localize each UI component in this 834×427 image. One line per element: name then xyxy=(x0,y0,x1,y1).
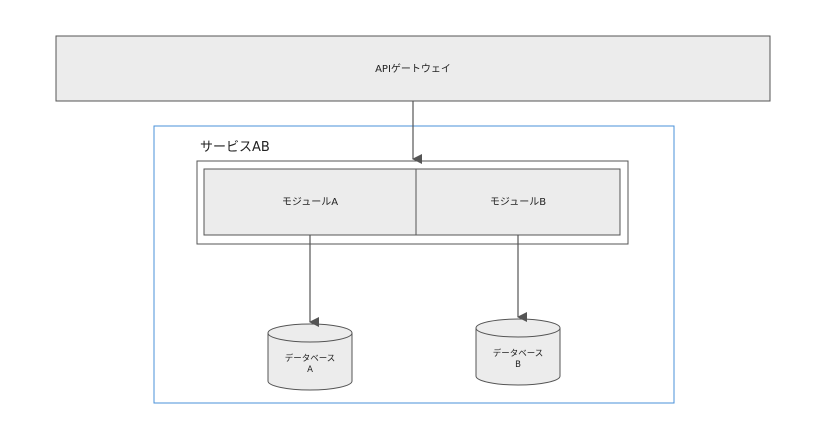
database-a-label-line2: A xyxy=(307,365,313,375)
service-ab-container[interactable]: サービスAB xyxy=(153,125,675,404)
service-ab-title: サービスAB xyxy=(200,140,270,155)
api-gateway-label: APIゲートウェイ xyxy=(375,63,451,75)
module-b-node[interactable]: モジュールB xyxy=(415,168,621,236)
database-a-node[interactable]: データベース A xyxy=(267,323,353,391)
database-b-node[interactable]: データベース B xyxy=(475,318,561,386)
database-b-label-line1: データベース xyxy=(493,348,544,359)
module-a-node[interactable]: モジュールA xyxy=(203,168,417,236)
module-a-label: モジュールA xyxy=(282,197,338,208)
database-a-label-line1: データベース xyxy=(285,353,336,364)
api-gateway-node[interactable]: APIゲートウェイ xyxy=(55,35,771,102)
module-b-label: モジュールB xyxy=(490,197,546,208)
database-b-label-line2: B xyxy=(515,360,521,370)
